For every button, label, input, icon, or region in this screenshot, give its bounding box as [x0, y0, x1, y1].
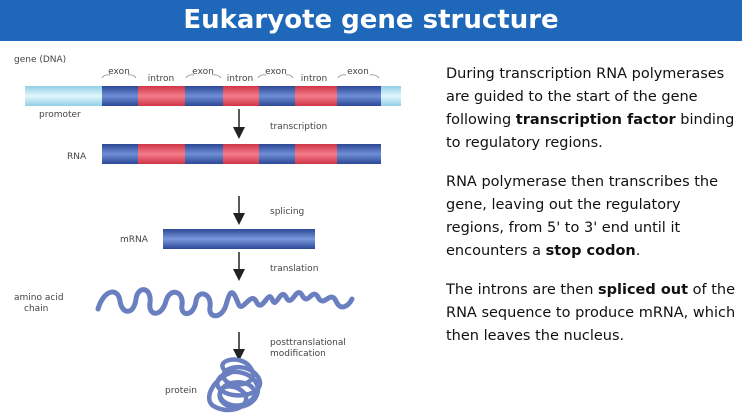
- dna-bar: [25, 86, 401, 106]
- promoter-label: promoter: [39, 110, 81, 120]
- exon-segment: [337, 144, 381, 164]
- promoter-region: [25, 86, 102, 106]
- intron-segment: [223, 144, 259, 164]
- segment-labels: exon intron exon intron exon intron exon: [108, 67, 369, 84]
- posttranslational-label-line1: posttranslational: [270, 338, 346, 348]
- label-brackets: [101, 74, 380, 79]
- exon-segment: [102, 144, 138, 164]
- intron-segment: [223, 86, 259, 106]
- intron-segment: [138, 144, 185, 164]
- intron-segment: [138, 86, 185, 106]
- protein-icon: [206, 357, 263, 413]
- splicing-step-label: splicing: [270, 207, 304, 217]
- amino-acid-chain-icon: [95, 287, 355, 319]
- gene-expression-diagram: gene (DNA) exon intron exon intron exon …: [14, 55, 401, 413]
- paragraph-transcription: During transcription RNA polymerases are…: [446, 66, 735, 151]
- posttranslational-label-line2: modification: [270, 349, 326, 359]
- protein-label: protein: [165, 386, 197, 396]
- segment-label-exon: exon: [108, 67, 130, 77]
- exon-segment: [102, 86, 138, 106]
- exon-segment: [337, 86, 381, 106]
- exon-segment: [185, 144, 223, 164]
- transcription-step-label: transcription: [270, 122, 327, 132]
- intron-segment: [295, 144, 337, 164]
- intron-segment: [295, 86, 337, 106]
- terminator-region: [381, 86, 401, 106]
- segment-label-exon: exon: [265, 67, 287, 77]
- segment-label-intron: intron: [227, 74, 253, 84]
- page-title: Eukaryote gene structure: [0, 0, 742, 41]
- translation-step-label: translation: [270, 264, 318, 274]
- rna-label: RNA: [67, 152, 87, 162]
- paragraph-splicing: The introns are then spliced out of the …: [446, 282, 736, 344]
- amino-acid-label-line2: chain: [24, 304, 48, 314]
- exon-segment: [185, 86, 223, 106]
- exon-segment: [259, 144, 295, 164]
- paragraph-rna-polymerase: RNA polymerase then transcribes the gene…: [446, 174, 719, 259]
- segment-label-exon: exon: [192, 67, 214, 77]
- segment-label-intron: intron: [148, 74, 174, 84]
- mrna-label: mRNA: [120, 235, 149, 245]
- explanation-panel: During transcription RNA polymerases are…: [446, 63, 736, 364]
- rna-bar: [102, 144, 381, 164]
- segment-label-intron: intron: [301, 74, 327, 84]
- mrna-bar: [163, 229, 315, 249]
- segment-label-exon: exon: [347, 67, 369, 77]
- gene-dna-label: gene (DNA): [14, 55, 66, 65]
- exon-segment: [259, 86, 295, 106]
- amino-acid-label-line1: amino acid: [14, 293, 64, 303]
